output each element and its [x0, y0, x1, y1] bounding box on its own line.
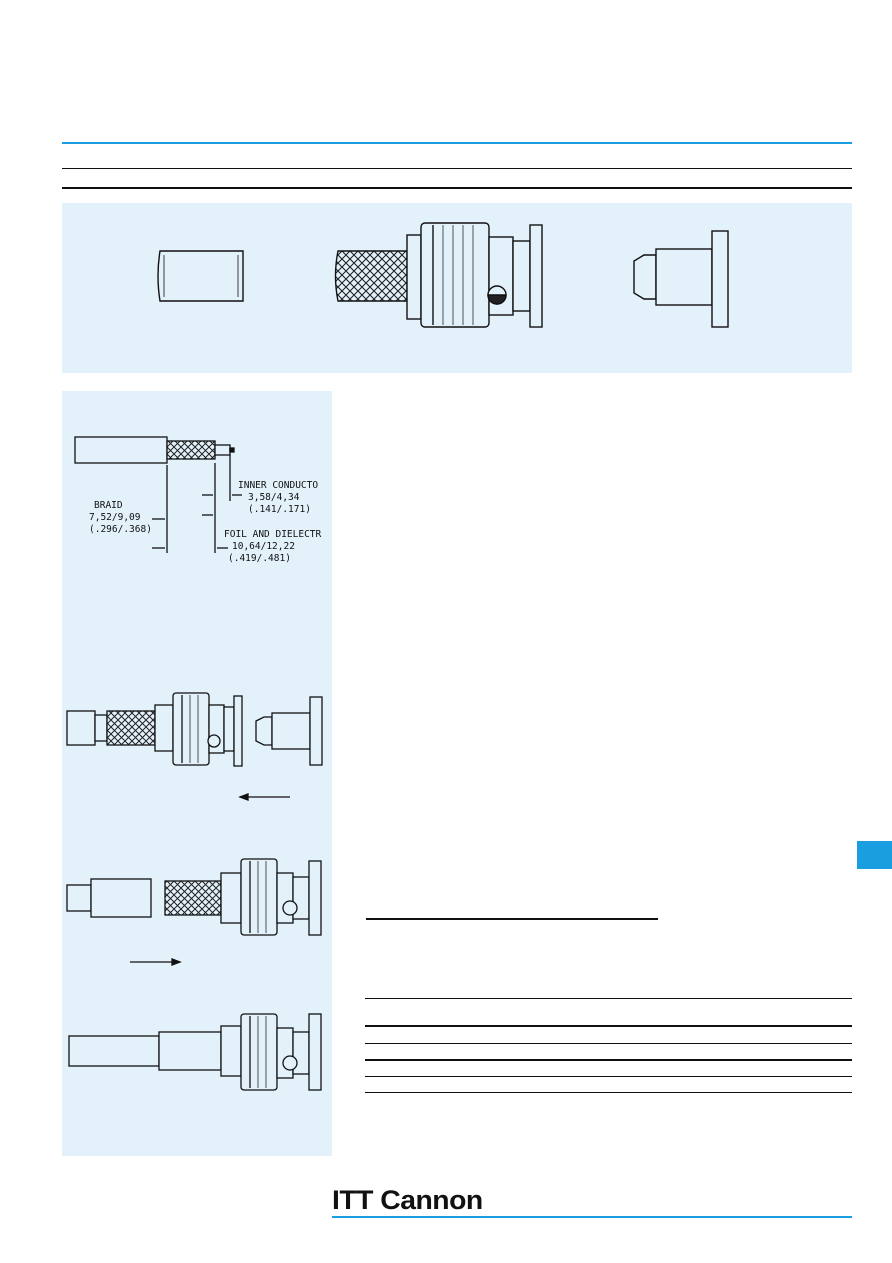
table-top-rule [365, 998, 852, 999]
step-slide-ferrule [66, 858, 322, 966]
header-accent-rule [62, 142, 852, 144]
brand-logo: ITT Cannon [332, 1185, 483, 1215]
header-thin-rule [62, 168, 852, 169]
table-bottom-rule [365, 1092, 852, 1093]
table-row-rule [365, 1059, 852, 1061]
foil-dielectric-in: (.419/.481) [228, 553, 291, 564]
step-insert-contact [66, 692, 323, 801]
footer-accent-rule [332, 1216, 852, 1218]
header-thick-rule [62, 187, 852, 189]
foil-dielectric-mm: 10,64/12,22 [232, 541, 295, 552]
braid-mm: 7,52/9,09 [89, 512, 141, 523]
components-drawing [157, 222, 729, 328]
foil-dielectric-label: FOIL AND DIELECTR [224, 529, 322, 540]
table-row-rule [365, 1076, 852, 1077]
table-row-rule [365, 1043, 852, 1044]
inner-conductor-in: (.141/.171) [248, 504, 311, 515]
braid-in: (.296/.368) [89, 524, 152, 535]
inner-conductor-label: INNER CONDUCTO [238, 480, 318, 491]
components-panel [62, 203, 852, 373]
inner-conductor-mm: 3,58/4,34 [248, 492, 300, 503]
cable-strip-diagram [74, 436, 242, 553]
step-crimped-assembly [68, 1013, 322, 1091]
assembly-panel: BRAID 7,52/9,09 (.296/.368) INNER CONDUC… [62, 391, 332, 1156]
braid-label: BRAID [94, 500, 123, 511]
bnc-plug-body-part [334, 222, 543, 328]
ferrule-part [157, 250, 244, 302]
contact-insert-part [633, 230, 729, 328]
section-underline [366, 918, 658, 920]
assembly-drawing: BRAID 7,52/9,09 (.296/.368) INNER CONDUC… [66, 436, 323, 1091]
section-tab [857, 841, 892, 869]
table-header-rule [365, 1025, 852, 1027]
